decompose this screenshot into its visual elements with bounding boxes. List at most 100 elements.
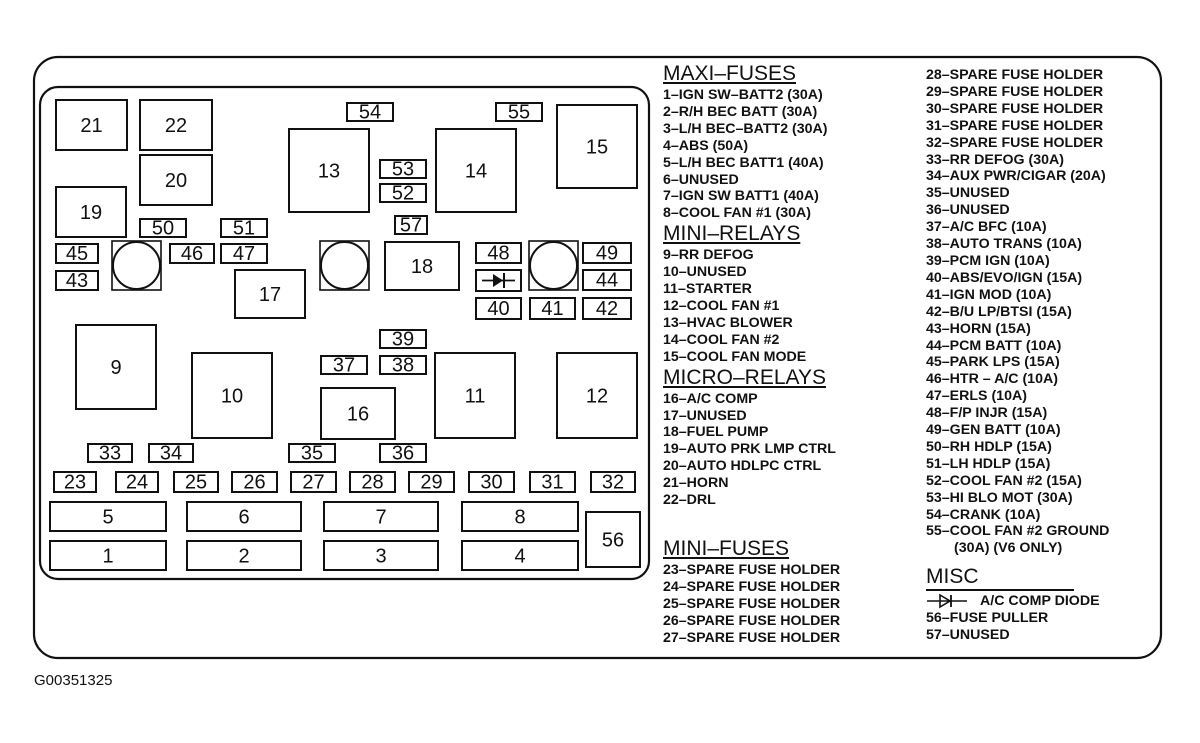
- component-label-37: 37: [333, 355, 355, 377]
- component-label-25: 25: [185, 472, 207, 494]
- fuse-block-outline: [38, 85, 651, 581]
- component-box-30: [468, 471, 515, 493]
- mini-relay-item: 10–UNUSED: [663, 264, 747, 281]
- legend-column-left: MAXI–FUSES 1–IGN SW–BATT2 (30A)2–R/H BEC…: [663, 62, 840, 646]
- maxi-fuse-item: 2–R/H BEC BATT (30A): [663, 103, 818, 120]
- component-label-30: 30: [480, 472, 502, 494]
- component-box-17: [234, 269, 306, 319]
- component-box-42: [582, 297, 632, 320]
- mini-fuse-item: 26–SPARE FUSE HOLDER: [663, 612, 841, 629]
- mini-fuse-item: 48–F/P INJR (15A): [926, 405, 1048, 422]
- component-box-10: [191, 352, 273, 439]
- component-box-4: [461, 540, 579, 571]
- micro-relay-item: 17–UNUSED: [663, 407, 747, 424]
- component-label-38: 38: [392, 355, 414, 377]
- component-box-28: [349, 471, 396, 493]
- component-box-41: [529, 297, 576, 320]
- mini-fuse-item: 37–A/C BFC (10A): [926, 219, 1047, 236]
- component-label-22: 22: [165, 115, 187, 137]
- component-label-48: 48: [487, 243, 509, 265]
- component-box-49: [582, 242, 632, 264]
- component-label-11: 11: [465, 386, 486, 408]
- component-label-46: 46: [181, 243, 203, 265]
- maxi-fuse-item: 4–ABS (50A): [663, 137, 749, 154]
- component-label-2: 2: [238, 546, 249, 568]
- micro-relay-item: 20–AUTO HDLPC CTRL: [663, 458, 822, 475]
- component-box-40: [475, 297, 522, 320]
- misc-item: 56–FUSE PULLER: [926, 609, 1049, 626]
- mini-fuse-item: 52–COOL FAN #2 (15A): [926, 472, 1082, 489]
- component-label-1: 1: [102, 546, 113, 568]
- component-label-3: 3: [375, 546, 386, 568]
- mini-fuse-item: 51–LH HDLP (15A): [926, 455, 1051, 472]
- component-box-55: [495, 102, 543, 122]
- component-label-55: 55: [508, 102, 530, 124]
- component-box-6: [186, 501, 302, 532]
- mini-fuse-item: 50–RH HDLP (15A): [926, 438, 1052, 455]
- component-box-22: [139, 99, 213, 151]
- component-box-32: [590, 471, 636, 493]
- mini-relay-item: 11–STARTER: [663, 281, 752, 298]
- figure-frame: [32, 55, 1163, 660]
- component-box-48: [475, 242, 522, 264]
- mini-fuse-item: 33–RR DEFOG (30A): [926, 151, 1064, 168]
- component-box-20: [139, 154, 213, 206]
- component-box-24: [115, 471, 159, 493]
- component-box-44: [582, 269, 632, 291]
- component-box-45: [55, 243, 99, 264]
- mini-fuse-item: 35–UNUSED: [926, 185, 1010, 202]
- component-box-2: [186, 540, 302, 571]
- component-label-32: 32: [602, 472, 624, 494]
- component-label-57: 57: [400, 215, 422, 237]
- component-label-47: 47: [233, 243, 255, 265]
- relay-socket-circle: [320, 241, 369, 290]
- component-box-50: [139, 218, 187, 238]
- component-label-45: 45: [66, 243, 88, 265]
- figure-code: G00351325: [34, 672, 113, 689]
- micro-relay-item: 16–A/C COMP: [663, 390, 758, 407]
- component-label-7: 7: [375, 507, 386, 529]
- mini-fuse-item: 25–SPARE FUSE HOLDER: [663, 595, 841, 612]
- component-box-56: [585, 511, 641, 568]
- mini-fuse-item: 27–SPARE FUSE HOLDER: [663, 629, 841, 646]
- component-label-36: 36: [392, 443, 414, 465]
- component-label-28: 28: [361, 472, 383, 494]
- mini-relays-heading: MINI–RELAYS: [663, 222, 801, 246]
- component-box-35: [288, 443, 336, 463]
- maxi-fuses-list: 1–IGN SW–BATT2 (30A)2–R/H BEC BATT (30A)…: [663, 87, 840, 222]
- mini-fuse-item: 54–CRANK (10A): [926, 506, 1041, 523]
- diode-icon: [927, 594, 967, 609]
- component-label-13: 13: [318, 161, 340, 183]
- component-label-44: 44: [596, 270, 618, 292]
- component-label-6: 6: [238, 507, 249, 529]
- component-label-21: 21: [80, 115, 102, 137]
- mini-fuse-item: 29–SPARE FUSE HOLDER: [926, 83, 1104, 100]
- component-label-23: 23: [64, 472, 86, 494]
- mini-fuse-item: 31–SPARE FUSE HOLDER: [926, 117, 1104, 134]
- component-box-31: [529, 471, 576, 493]
- component-label-53: 53: [392, 159, 414, 181]
- component-box-34: [148, 443, 194, 463]
- component-box-16: [320, 387, 396, 440]
- component-box-47: [220, 243, 268, 264]
- component-box-5: [49, 501, 167, 532]
- component-label-42: 42: [596, 298, 618, 320]
- component-box-11: [434, 352, 516, 439]
- mini-fuse-item: 43–HORN (15A): [926, 320, 1031, 337]
- mini-fuse-item: 28–SPARE FUSE HOLDER: [926, 67, 1104, 83]
- component-box-3: [323, 540, 439, 571]
- component-label-26: 26: [243, 472, 265, 494]
- mini-fuse-item: 44–PCM BATT (10A): [926, 337, 1062, 354]
- component-box-23: [53, 471, 97, 493]
- maxi-fuse-item: 7–IGN SW BATT1 (40A): [663, 188, 819, 205]
- component-label-27: 27: [302, 472, 324, 494]
- component-label-56: 56: [602, 530, 624, 552]
- component-box-21: [55, 99, 128, 151]
- component-label-43: 43: [66, 270, 88, 292]
- component-label-14: 14: [465, 161, 487, 183]
- maxi-fuse-item: 3–L/H BEC–BATT2 (30A): [663, 120, 828, 137]
- mini-fuses-heading: MINI–FUSES: [663, 536, 790, 560]
